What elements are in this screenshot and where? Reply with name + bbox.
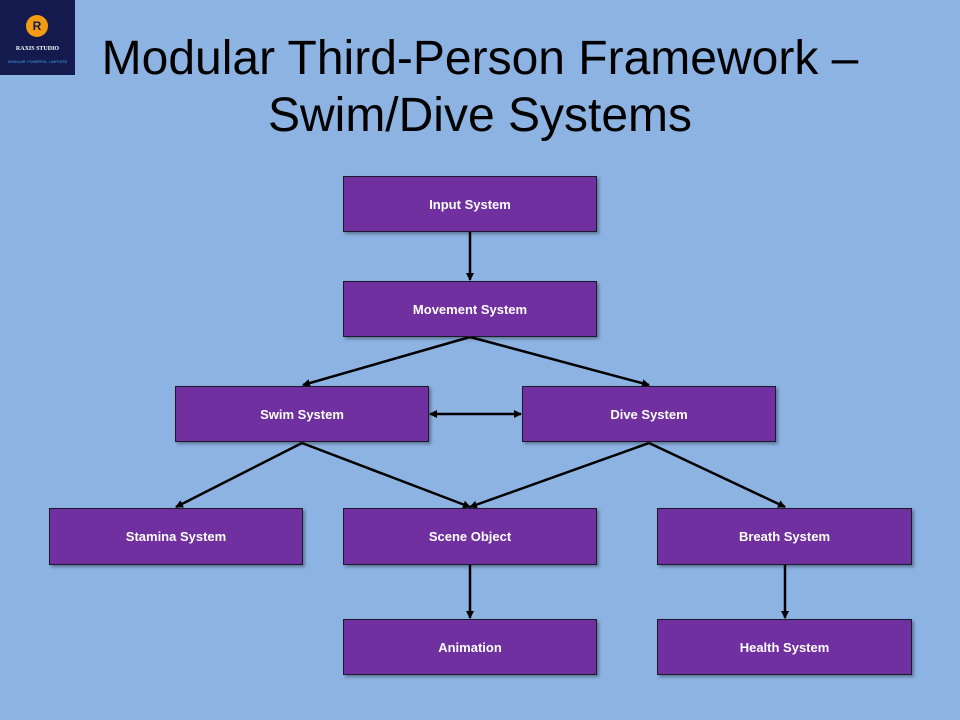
arrow-dive-scene	[469, 441, 650, 509]
node-dive-system: Dive System	[522, 386, 776, 442]
node-breath-system: Breath System	[657, 508, 912, 565]
arrow-movement-swim	[302, 335, 471, 387]
logo-emblem-icon: R	[26, 15, 48, 37]
title-line-1: Modular Third-Person Framework –	[101, 32, 859, 85]
node-movement-system: Movement System	[343, 281, 597, 337]
node-swim-system: Swim System	[175, 386, 429, 442]
raxis-studio-logo: R RAXIS STUDIO MODULAR. POWERFUL. LIMITL…	[0, 0, 75, 75]
arrow-movement-dive	[469, 335, 650, 388]
arrow-swim-stamina	[175, 441, 303, 509]
arrow-swim-scene	[301, 441, 471, 509]
slide-title: Modular Third-Person Framework – Swim/Di…	[60, 30, 900, 144]
logo-name: RAXIS STUDIO	[15, 46, 60, 52]
title-line-2: Swim/Dive Systems	[267, 89, 693, 142]
node-stamina-system: Stamina System	[49, 508, 303, 565]
node-input-system: Input System	[343, 176, 597, 232]
node-scene-object: Scene Object	[343, 508, 597, 565]
node-health-system: Health System	[657, 619, 912, 675]
logo-tagline: MODULAR. POWERFUL. LIMITLESS	[7, 60, 68, 64]
node-animation: Animation	[343, 619, 597, 675]
arrow-dive-breath	[648, 441, 786, 509]
